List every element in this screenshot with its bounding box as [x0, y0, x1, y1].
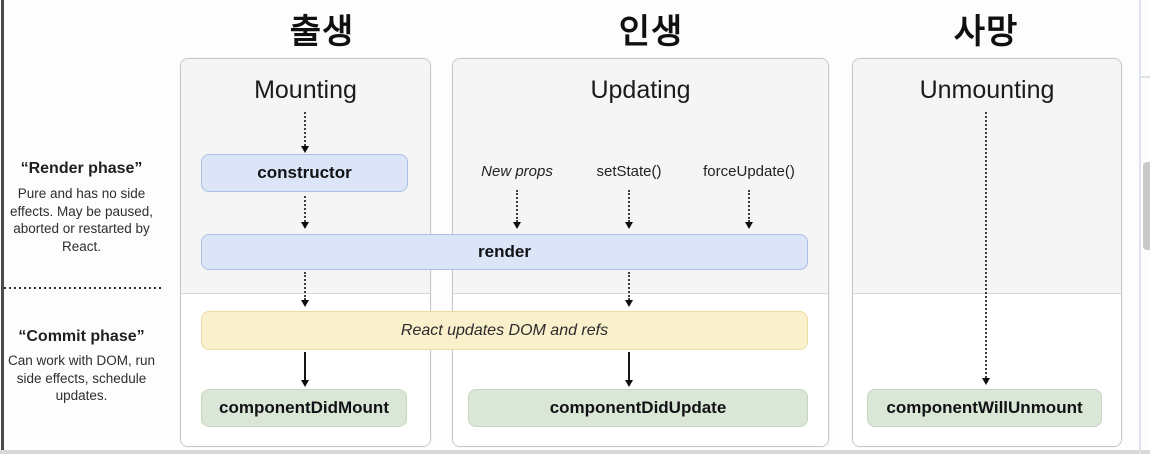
arrow-constructor-to-render — [301, 196, 309, 229]
right-panel-seam — [1139, 76, 1150, 78]
trigger-set-state: setState() — [596, 163, 662, 180]
right-panel-border — [1139, 0, 1141, 454]
phase-divider-dotted-line — [4, 287, 163, 289]
window-bottom-strip — [0, 450, 1150, 454]
commit-phase-description: Can work with DOM, run side effects, sch… — [7, 353, 156, 404]
render-phase-description: Pure and has no side effects. May be pau… — [9, 186, 154, 254]
component-did-update-box: componentDidUpdate — [468, 389, 808, 427]
arrow-render-to-dom-update-updating — [625, 272, 633, 307]
constructor-box: constructor — [201, 154, 408, 192]
trigger-new-props: New props — [481, 163, 553, 180]
korean-header-death: 사망 — [953, 13, 1019, 51]
component-will-unmount-box: componentWillUnmount — [867, 389, 1102, 427]
unmounting-render-phase-section — [853, 59, 1121, 294]
react-updates-dom-box: React updates DOM and refs — [201, 311, 808, 350]
commit-phase-label: “Commit phase” — [18, 328, 145, 345]
column-title-mounting: Mounting — [254, 76, 357, 104]
trigger-force-update: forceUpdate() — [703, 163, 795, 180]
render-box: render — [201, 234, 808, 270]
arrow-set-state-to-render — [625, 190, 633, 229]
arrow-mounting-to-constructor — [301, 112, 309, 153]
arrow-force-update-to-render — [745, 190, 753, 229]
korean-header-birth: 출생 — [289, 13, 355, 51]
column-title-updating: Updating — [590, 76, 691, 104]
component-did-mount-box: componentDidMount — [201, 389, 407, 427]
window-left-edge — [1, 0, 4, 450]
render-phase-label: “Render phase” — [20, 160, 143, 177]
column-title-unmounting: Unmounting — [919, 76, 1055, 104]
korean-header-life: 인생 — [618, 13, 684, 51]
arrow-dom-update-to-did-mount — [301, 352, 309, 387]
arrow-new-props-to-render — [513, 190, 521, 229]
arrow-unmounting-to-will-unmount — [982, 112, 990, 385]
vertical-scrollbar-thumb[interactable] — [1143, 162, 1150, 250]
arrow-render-to-dom-update-mounting — [301, 272, 309, 307]
arrow-dom-update-to-did-update — [625, 352, 633, 387]
